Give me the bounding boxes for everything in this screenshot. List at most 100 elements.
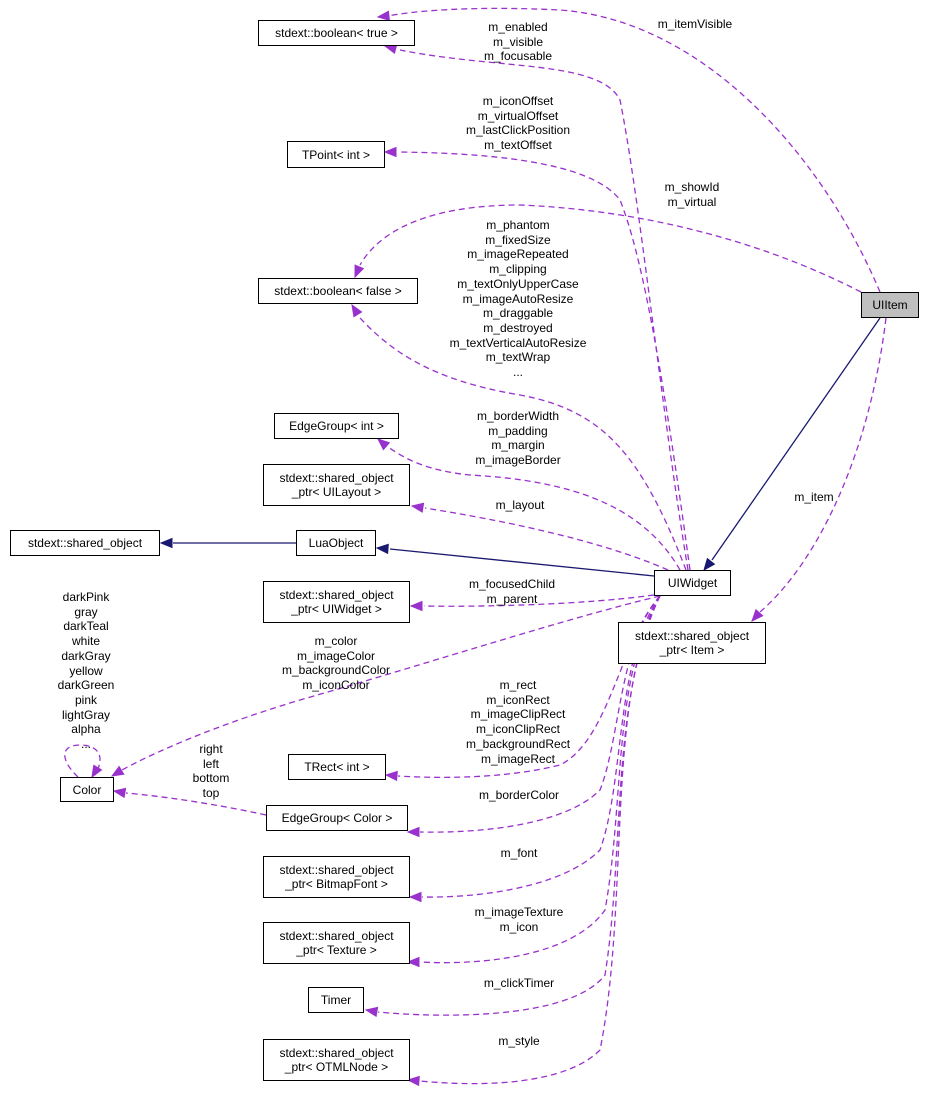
usage-edge-colors <box>121 595 661 771</box>
edge-label-line: m_borderWidth <box>476 409 560 423</box>
class-name-line: Color <box>72 782 102 797</box>
class-name-line: _ptr< BitmapFont > <box>285 877 388 891</box>
class-name-line: _ptr< Item > <box>659 643 725 657</box>
class-box-sop-texture[interactable]: stdext::shared_object_ptr< Texture > <box>263 922 410 964</box>
usage-edge-offsets-arrowhead <box>383 146 397 158</box>
class-box-sop-uilayout[interactable]: stdext::shared_object_ptr< UILayout > <box>263 464 410 506</box>
usage-edge-item-arrowhead <box>751 608 764 622</box>
class-name-line: stdext::shared_object <box>27 536 143 550</box>
class-box-tpoint[interactable]: TPoint< int > <box>287 141 385 168</box>
class-name-line: _ptr< UIWidget > <box>291 602 382 616</box>
inheritance-edge-uiwidget-uiitem-arrowhead <box>703 557 716 572</box>
class-box-uiwidget[interactable]: UIWidget <box>654 570 731 596</box>
class-box-boolean-true[interactable]: stdext::boolean< true > <box>258 20 415 46</box>
edge-label-font: m_font <box>501 846 538 861</box>
edge-label-line: m_style <box>498 1034 540 1048</box>
class-box-timer[interactable]: Timer <box>308 987 364 1013</box>
class-box-edgegroup-color[interactable]: EdgeGroup< Color > <box>266 805 408 831</box>
usage-edge-style-arrowhead <box>406 1075 420 1087</box>
class-box-sop-bitmapfont[interactable]: stdext::shared_object_ptr< BitmapFont > <box>263 856 410 898</box>
edge-label-line: m_virtualOffset <box>477 108 559 123</box>
edge-label-style: m_style <box>498 1034 539 1049</box>
edge-label-line: m_textVerticalAutoResize <box>449 335 587 350</box>
usage-edge-rects-arrowhead <box>384 770 398 782</box>
class-box-sop-item[interactable]: stdext::shared_object_ptr< Item > <box>618 622 766 664</box>
edge-label-line: m_imageBorder <box>475 453 561 468</box>
edge-label-line: darkPink <box>62 590 110 604</box>
edge-label-click-timer: m_clickTimer <box>484 976 554 991</box>
class-name-line: TRect< int > <box>304 760 370 774</box>
edge-label-border-color: m_borderColor <box>479 788 559 803</box>
edge-label-line: white <box>71 634 101 649</box>
usage-edge-layout <box>424 507 669 571</box>
edge-label-line: yellow <box>69 663 103 678</box>
edge-label-line: m_icon <box>499 919 539 934</box>
edge-label-line: m_showId <box>664 180 720 194</box>
edge-label-line: m_destroyed <box>483 320 553 335</box>
usage-edge-enabled <box>399 49 689 571</box>
edge-label-line: m_clipping <box>489 262 547 277</box>
edge-label-line: m_imageTexture <box>474 905 564 919</box>
edge-label-line: m_draggable <box>482 306 554 321</box>
class-name-line: stdext::shared_object <box>279 863 394 877</box>
class-box-trect[interactable]: TRect< int > <box>288 754 386 780</box>
usage-edge-click-timer-arrowhead <box>364 1006 379 1018</box>
edge-label-line: m_iconClipRect <box>475 722 561 737</box>
edge-label-layout: m_layout <box>496 498 545 513</box>
usage-edge-item-visible-arrowhead <box>376 10 391 21</box>
usage-edge-showid <box>359 204 862 293</box>
edge-label-line: m_backgroundRect <box>465 736 571 751</box>
class-name-line: _ptr< UILayout > <box>291 485 382 499</box>
edge-label-item-visible: m_itemVisible <box>658 17 732 32</box>
edge-label-line: m_textOffset <box>484 138 552 153</box>
edge-label-line: m_imageRect <box>480 751 556 766</box>
class-box-luaobject[interactable]: LuaObject <box>296 530 376 556</box>
class-box-boolean-false[interactable]: stdext::boolean< false > <box>258 278 418 304</box>
edge-label-line: m_itemVisible <box>657 17 733 31</box>
edge-label-line: m_enabled <box>488 20 548 34</box>
class-name-line: stdext::shared_object <box>634 629 750 643</box>
edge-label-line: m_backgroundColor <box>281 663 391 678</box>
edge-label-line: top <box>202 786 220 801</box>
usage-edge-item <box>759 317 887 613</box>
usage-edge-border-color-arrowhead <box>406 826 420 838</box>
class-box-edgegroup-int[interactable]: EdgeGroup< int > <box>274 413 399 439</box>
edge-label-item: m_item <box>794 490 833 505</box>
edge-label-line: m_imageClipRect <box>470 707 566 722</box>
class-name-line: TPoint< int > <box>301 147 371 162</box>
edge-label-line: m_color <box>314 634 358 648</box>
edge-label-line: lightGray <box>61 707 111 722</box>
class-name-line: stdext::shared_object <box>279 471 394 485</box>
usage-edge-boolean-flags-arrowhead <box>351 303 363 318</box>
edge-label-line: m_parent <box>486 591 538 606</box>
edge-label-line: m_imageColor <box>296 648 376 663</box>
class-box-color[interactable]: Color <box>60 777 114 802</box>
edge-label-line: ... <box>80 737 92 752</box>
usage-edge-font-arrowhead <box>408 891 422 903</box>
class-box-shared-object[interactable]: stdext::shared_object <box>10 530 160 556</box>
class-box-sop-uiwidget[interactable]: stdext::shared_object_ptr< UIWidget > <box>263 581 410 623</box>
class-name-line: stdext::shared_object <box>279 929 394 943</box>
class-name-line: UIItem <box>872 298 908 312</box>
class-box-sop-otmlnode[interactable]: stdext::shared_object_ptr< OTMLNode > <box>263 1039 410 1081</box>
class-name-line: UIWidget <box>667 576 718 590</box>
edge-label-line: m_lastClickPosition <box>465 123 571 138</box>
edge-label-line: m_imageAutoResize <box>462 291 574 306</box>
edge-label-line: m_rect <box>499 678 537 692</box>
edge-label-line: pink <box>74 692 98 707</box>
edge-label-line: m_margin <box>491 438 545 453</box>
class-name-line: stdext::boolean< true > <box>275 26 398 40</box>
usage-edge-color-self-arrowhead <box>91 764 103 779</box>
usage-edge-showid-arrowhead <box>354 264 365 279</box>
usage-edge-focused-child <box>423 594 655 607</box>
usage-edge-texture-arrowhead <box>406 956 420 968</box>
class-name-line: _ptr< OTMLNode > <box>284 1060 389 1074</box>
class-name-line: EdgeGroup< Color > <box>281 811 393 825</box>
